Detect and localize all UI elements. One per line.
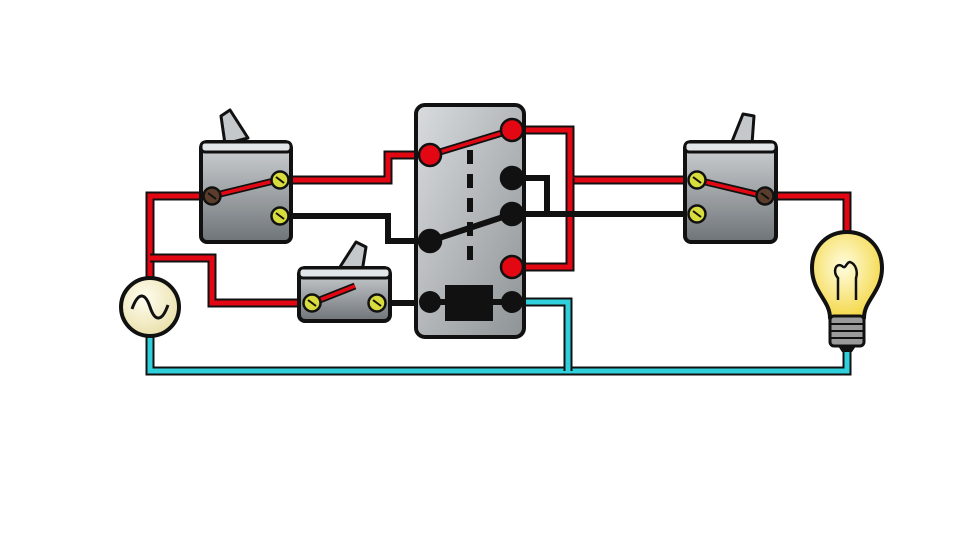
relay-terminal bbox=[499, 201, 525, 227]
bulb-glass bbox=[810, 230, 884, 320]
relay-terminal bbox=[499, 117, 525, 143]
relay-terminal bbox=[501, 291, 523, 313]
hot-wire-relay-to-right-switch bbox=[512, 125, 696, 185]
relay-terminal bbox=[419, 291, 441, 313]
relay-terminal bbox=[499, 254, 525, 280]
bulb-filament bbox=[833, 260, 858, 300]
relay-terminal bbox=[499, 165, 525, 191]
switch-lever[interactable] bbox=[729, 112, 756, 146]
black-wire-left-switch-to-relay bbox=[280, 213, 430, 244]
relay bbox=[414, 103, 526, 339]
toggle-switch-right[interactable] bbox=[683, 112, 778, 244]
switch-lever[interactable] bbox=[219, 108, 250, 146]
sine-wave-icon bbox=[130, 294, 170, 320]
hot-wire-left-switch-to-relay bbox=[280, 150, 430, 185]
hot-wires bbox=[145, 125, 852, 308]
light-bulb bbox=[810, 230, 884, 352]
toggle-switch-middle[interactable] bbox=[297, 240, 392, 323]
toggle-switch-left[interactable] bbox=[199, 108, 293, 244]
ac-power-source bbox=[119, 276, 181, 338]
neutral-wires bbox=[145, 297, 852, 376]
relay-terminal bbox=[417, 228, 443, 254]
relay-terminal bbox=[417, 142, 443, 168]
